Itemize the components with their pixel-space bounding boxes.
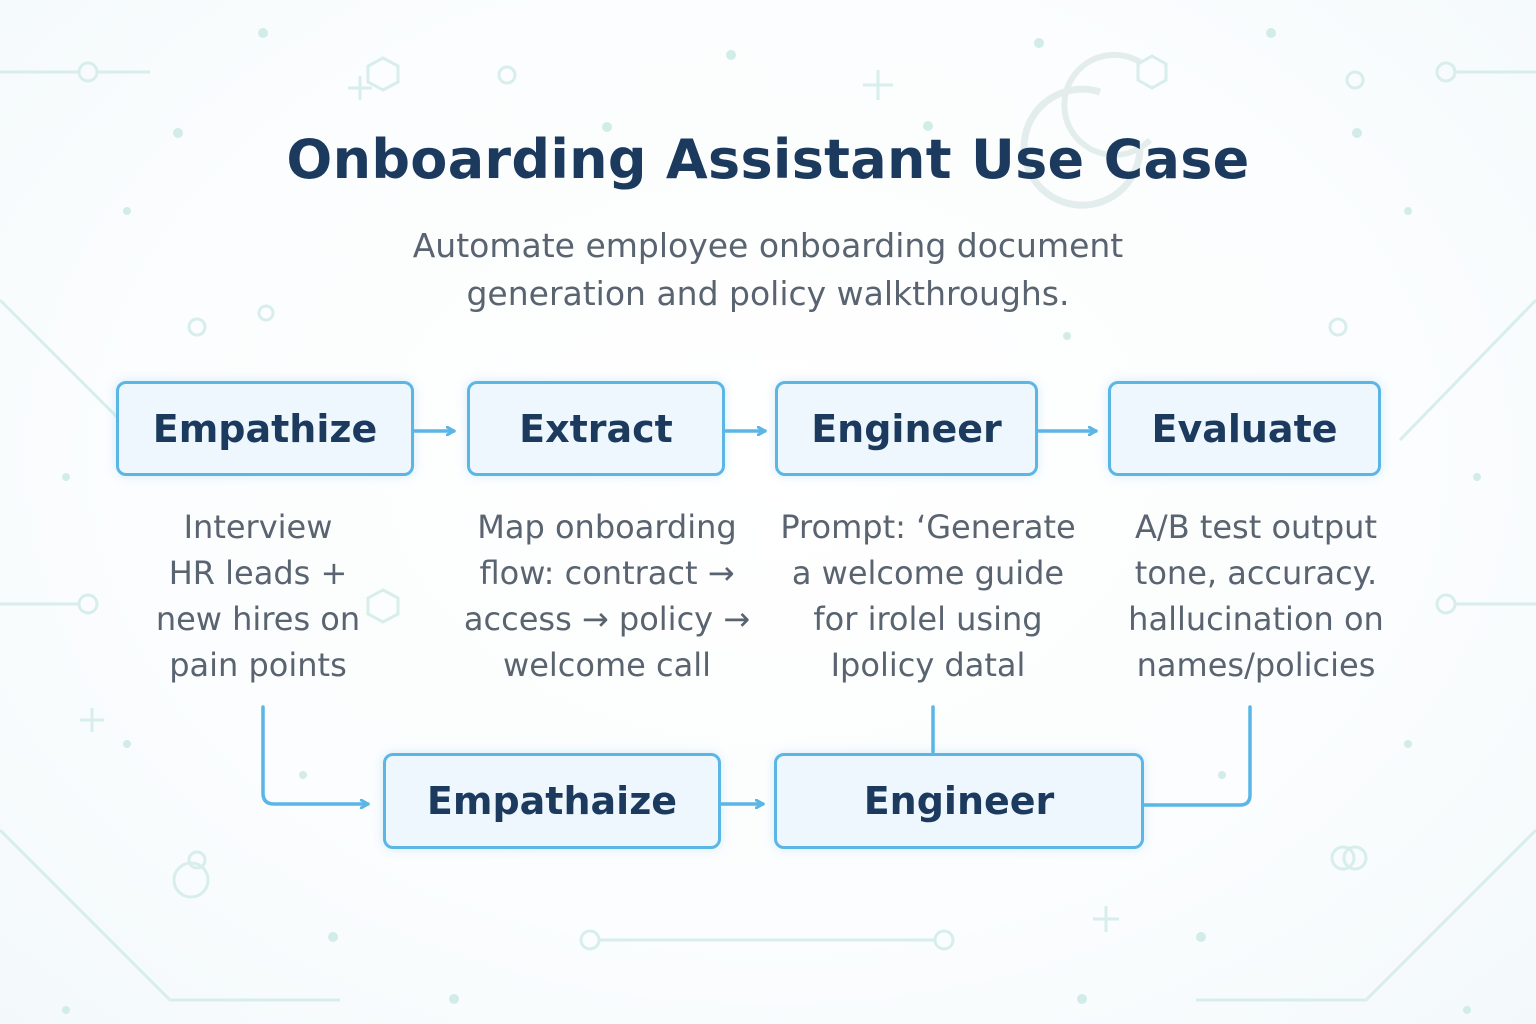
description-line: a welcome guide: [791, 554, 1065, 592]
loop-arrow-to-empathaize: [261, 705, 370, 804]
description-line: Ipolicy datal: [830, 646, 1026, 684]
loop-step-engineer-label: Engineer: [863, 779, 1055, 823]
description-line: pain points: [169, 646, 347, 684]
description-line: names/policies: [1136, 646, 1376, 684]
step-extract-description: Map onboarding flow: contract → access →…: [442, 504, 772, 688]
description-line: HR leads +: [168, 554, 348, 592]
step-evaluate-label: Evaluate: [1151, 406, 1338, 451]
description-line: access → policy →: [463, 600, 751, 638]
step-empathize-description: Interview HR leads + new hires on pain p…: [108, 504, 408, 688]
step-extract: Extract: [467, 381, 725, 476]
step-engineer: Engineer: [775, 381, 1038, 476]
step-evaluate: Evaluate: [1108, 381, 1381, 476]
loop-step-engineer: Engineer: [774, 753, 1144, 849]
description-line: Prompt: ‘Generate: [780, 508, 1076, 546]
description-line: tone, accuracy.: [1134, 554, 1378, 592]
step-evaluate-description: A/B test output tone, accuracy. hallucin…: [1098, 504, 1414, 688]
step-empathize: Empathize: [116, 381, 414, 476]
description-line: welcome call: [503, 646, 711, 684]
step-empathize-label: Empathize: [152, 406, 378, 451]
description-line: Interview: [183, 508, 333, 546]
description-line: for irolel using: [813, 600, 1043, 638]
description-line: Map onboarding: [477, 508, 737, 546]
description-line: flow: contract →: [479, 554, 735, 592]
step-engineer-label: Engineer: [811, 406, 1002, 451]
description-line: hallucination on: [1128, 600, 1384, 638]
loop-step-empathaize-label: Empathaize: [426, 779, 678, 823]
page-subtitle: Automate employee onboarding document ge…: [412, 226, 1124, 313]
description-line: A/B test output: [1135, 508, 1377, 546]
description-line: new hires on: [155, 600, 361, 638]
connector-evaluate-return: [1142, 705, 1252, 807]
loop-step-empathaize: Empathaize: [383, 753, 721, 849]
step-engineer-description: Prompt: ‘Generate a welcome guide for ir…: [768, 504, 1088, 688]
page-title: Onboarding Assistant Use Case: [286, 128, 1250, 191]
step-extract-label: Extract: [519, 406, 673, 451]
